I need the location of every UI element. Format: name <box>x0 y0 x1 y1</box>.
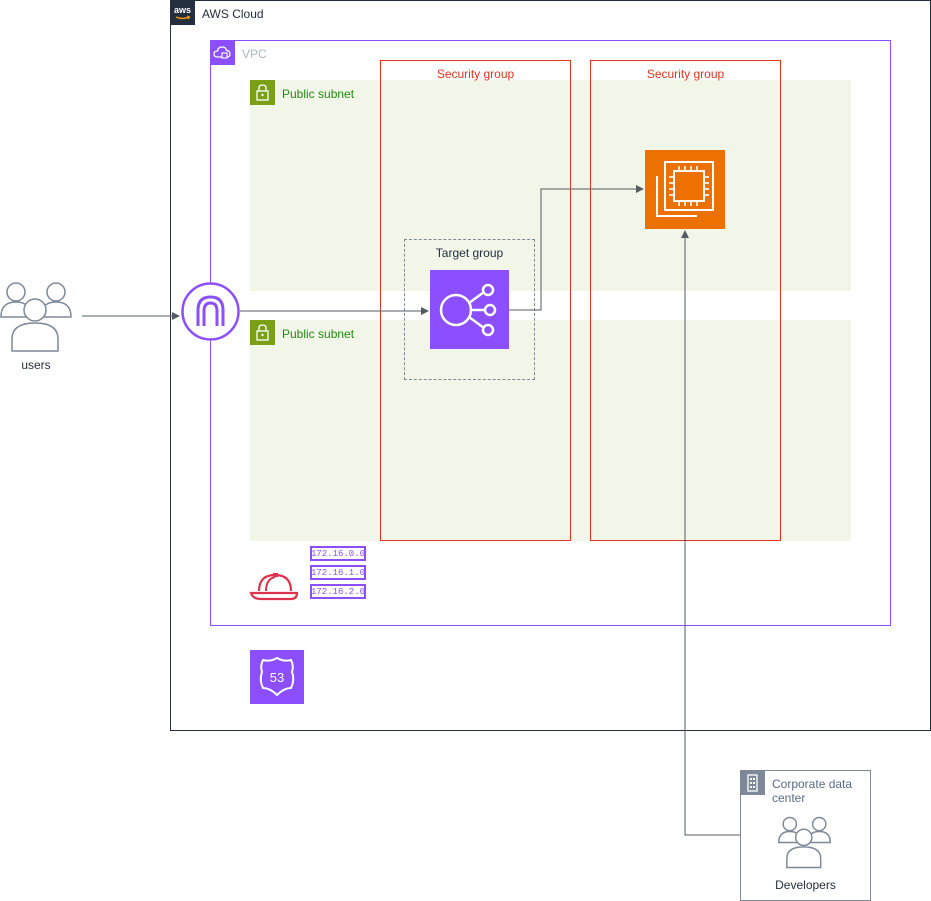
vpc-label: VPC <box>242 47 267 61</box>
public-subnet-2 <box>250 320 851 541</box>
datacenter-to-ec2-arrow <box>681 230 740 836</box>
ec2-chip-icon <box>645 150 725 229</box>
users-icon <box>0 281 72 353</box>
users-label: users <box>21 358 51 372</box>
alb-to-ec2-arrow <box>509 185 644 311</box>
public-subnet-1-label: Public subnet <box>282 87 355 101</box>
security-group-2-label: Security group <box>646 67 725 81</box>
security-group-1 <box>380 60 571 541</box>
users-icon <box>777 816 832 869</box>
lock-icon <box>250 80 275 105</box>
public-subnet-1 <box>250 80 851 291</box>
lock-icon <box>250 320 275 345</box>
security-group-1-label: Security group <box>436 67 515 81</box>
ip-range-1: 172.16.0.0 <box>310 546 366 561</box>
public-subnet-2-label: Public subnet <box>282 327 355 341</box>
svg-text:53: 53 <box>270 670 284 685</box>
helmet-icon <box>249 569 301 603</box>
developers-label: Developers <box>775 878 836 892</box>
svg-text:aws: aws <box>174 5 191 15</box>
aws-cloud-label: AWS Cloud <box>202 7 264 21</box>
target-group-label: Target group <box>435 246 504 260</box>
corporate-data-center-label: Corporate data center <box>772 777 853 805</box>
route53-shield-icon: 53 <box>250 650 304 704</box>
load-balancer-icon <box>430 270 509 349</box>
ip-range-3: 172.16.2.0 <box>310 584 366 599</box>
ip-range-2: 172.16.1.0 <box>310 565 366 580</box>
aws-logo-icon: aws <box>170 0 195 25</box>
vpc-cloud-icon <box>210 40 235 65</box>
building-icon <box>740 770 765 795</box>
internet-gateway-icon <box>181 282 240 341</box>
